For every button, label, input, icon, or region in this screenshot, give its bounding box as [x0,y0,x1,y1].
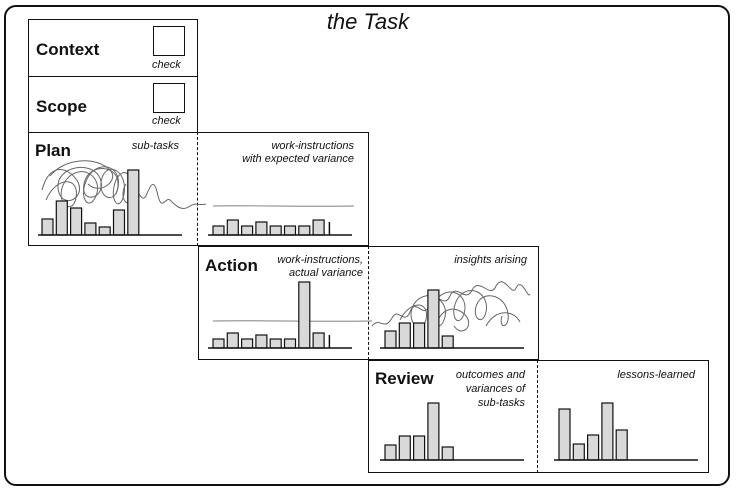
scope-label: Scope [36,97,88,116]
plan-work-instructions-note-2: with expected variance [242,153,354,165]
action-work-instructions-note-2: actual variance [289,267,363,279]
review-box: Review outcomes and variances of sub-tas… [368,360,709,473]
plan-label: Plan [35,141,71,160]
scope-check-label: check [152,115,181,127]
plan-sub-tasks-note: sub-tasks [131,140,179,152]
plan-divider [197,132,198,246]
context-check-label: check [152,59,181,71]
context-checkbox[interactable] [153,26,185,56]
context-box: Context check [28,19,198,77]
action-work-instructions-note-1: work-instructions, [277,254,363,266]
scope-checkbox[interactable] [153,83,185,113]
plan-box: Plan sub-tasks work-instructions with ex… [28,132,369,246]
plan-work-instructions-note-1: work-instructions [271,140,354,152]
task-title: the Task [326,9,410,34]
action-insights-note: insights arising [454,254,527,266]
action-label: Action [205,256,258,275]
review-divider [537,360,538,473]
action-divider [368,246,369,360]
context-label: Context [36,40,100,59]
review-label: Review [375,369,434,388]
task-frame [4,5,730,486]
review-outcomes-note-2: variances of [465,383,525,395]
review-outcomes-note-3: sub-tasks [477,397,525,409]
scope-box: Scope check [28,76,198,133]
review-lessons-note: lessons-learned [617,369,695,381]
review-outcomes-note-1: outcomes and [455,369,525,381]
